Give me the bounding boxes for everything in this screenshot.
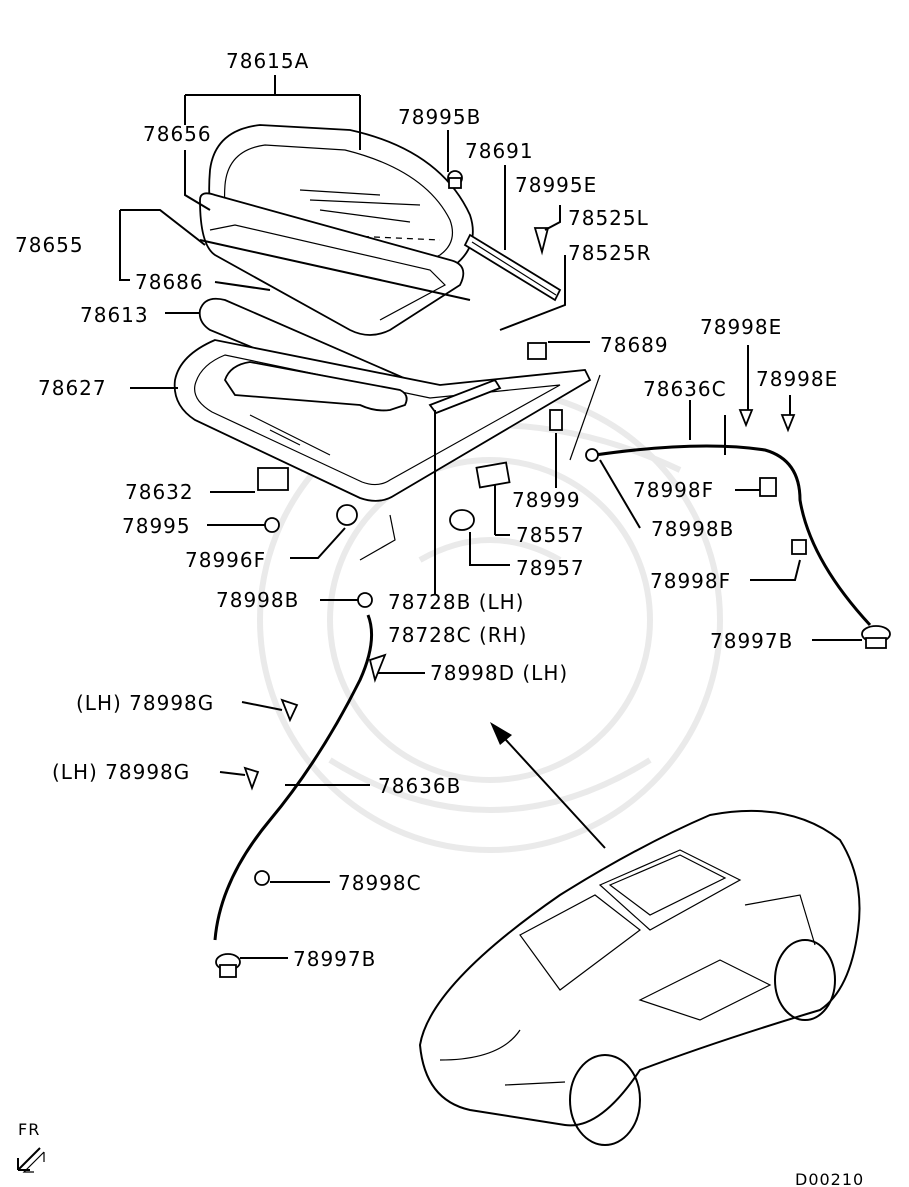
leader-lines bbox=[119, 75, 862, 959]
glass-frame bbox=[199, 192, 471, 336]
label-78998G-2: (LH) 78998G bbox=[52, 760, 190, 784]
label-78627: 78627 bbox=[38, 376, 107, 400]
small-parts bbox=[243, 170, 807, 886]
label-78998D: 78998D (LH) bbox=[430, 661, 568, 685]
location-arrow bbox=[490, 722, 606, 849]
diagram-code: D00210 bbox=[795, 1170, 864, 1187]
direction-label: FR bbox=[18, 1120, 40, 1139]
label-78995E: 78995E bbox=[515, 173, 597, 197]
label-78997B-2: 78997B bbox=[293, 947, 376, 971]
label-78995: 78995 bbox=[122, 514, 191, 538]
label-78525R: 78525R bbox=[568, 241, 652, 265]
label-78998F-2: 78998F bbox=[650, 569, 731, 593]
label-78656: 78656 bbox=[143, 122, 212, 146]
drain-hose-rear-right bbox=[585, 444, 891, 649]
label-78615A: 78615A bbox=[226, 49, 309, 73]
label-78728B: 78728B (LH) bbox=[388, 590, 525, 614]
label-78557: 78557 bbox=[516, 523, 585, 547]
label-78999: 78999 bbox=[512, 488, 581, 512]
label-78997B-1: 78997B bbox=[710, 629, 793, 653]
label-78613: 78613 bbox=[80, 303, 149, 327]
side-rail bbox=[463, 233, 562, 302]
label-78998F-1: 78998F bbox=[633, 478, 714, 502]
label-78636C: 78636C bbox=[643, 377, 727, 401]
front-direction-arrow bbox=[17, 1147, 45, 1173]
label-78632: 78632 bbox=[125, 480, 194, 504]
label-78525L: 78525L bbox=[568, 206, 649, 230]
label-78655: 78655 bbox=[15, 233, 84, 257]
label-78691: 78691 bbox=[465, 139, 534, 163]
sunroof-housing-frame bbox=[173, 339, 592, 502]
label-78996F: 78996F bbox=[185, 548, 266, 572]
label-78636B: 78636B bbox=[378, 774, 461, 798]
label-78998E-1: 78998E bbox=[700, 315, 782, 339]
label-78957: 78957 bbox=[516, 556, 585, 580]
label-78995B: 78995B bbox=[398, 105, 481, 129]
label-78998C: 78998C bbox=[338, 871, 422, 895]
label-78728C: 78728C (RH) bbox=[388, 623, 528, 647]
label-78998E-2: 78998E bbox=[756, 367, 838, 391]
label-78689: 78689 bbox=[600, 333, 669, 357]
label-78998G-1: (LH) 78998G bbox=[76, 691, 214, 715]
vehicle-outline bbox=[418, 809, 861, 1146]
label-78998B-1: 78998B bbox=[651, 517, 734, 541]
part-labels: 78615A 78656 78995B 78691 78995E 78525L … bbox=[15, 49, 864, 1187]
label-78998B-2: 78998B bbox=[216, 588, 299, 612]
label-78686: 78686 bbox=[135, 270, 204, 294]
